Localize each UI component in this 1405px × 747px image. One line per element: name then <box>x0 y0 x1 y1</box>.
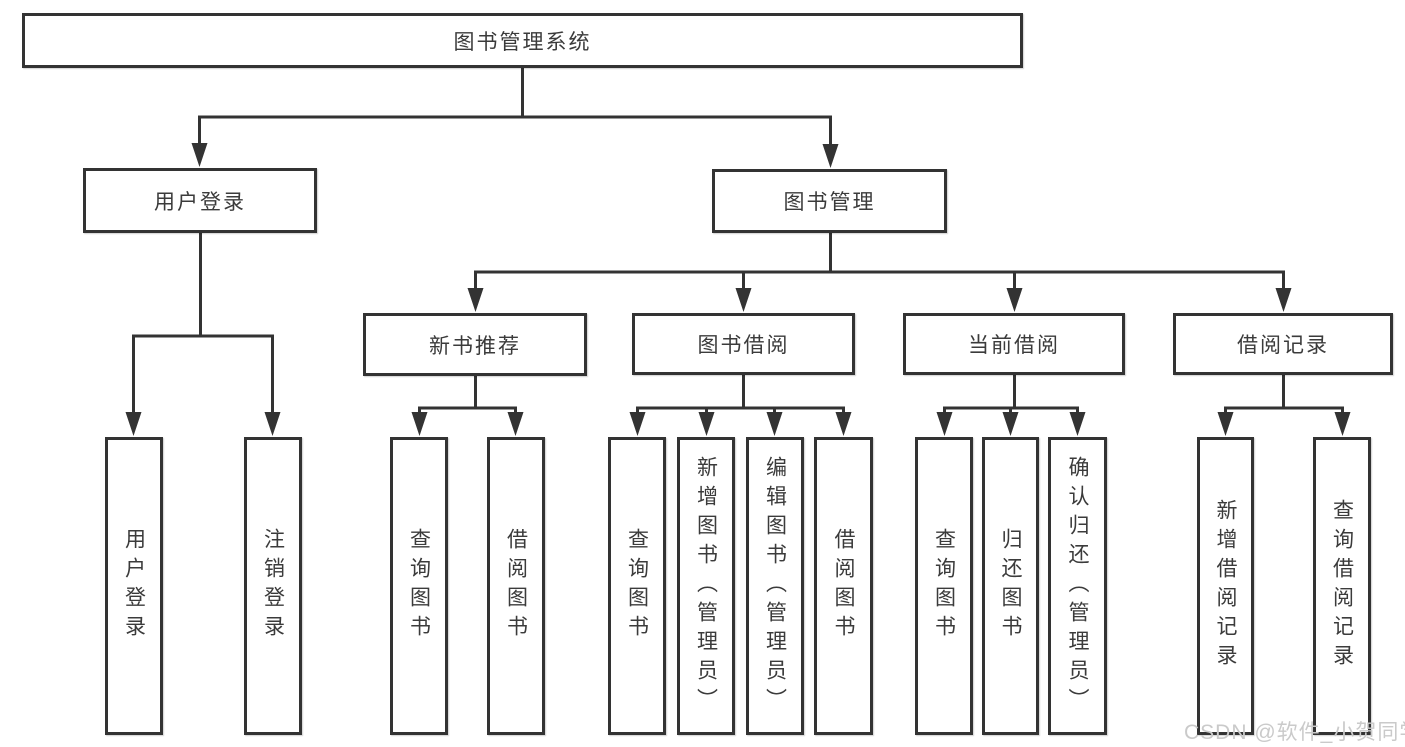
arrowhead <box>1002 412 1019 436</box>
arrowhead <box>1217 412 1234 436</box>
leaf-query-books-current: 查询图书 <box>915 437 973 735</box>
leaf-user-login: 用户登录 <box>105 437 163 735</box>
arrowhead <box>766 412 783 436</box>
leaf-return-book: 归还图书 <box>982 437 1039 735</box>
connector-book-borrow-children <box>629 375 852 436</box>
arrowhead <box>411 412 428 436</box>
leaf-borrow-books: 借阅图书 <box>814 437 873 735</box>
leaf-query-books-borrow: 查询图书 <box>608 437 666 735</box>
node-book-management: 图书管理 <box>712 169 947 233</box>
watermark-text: CSDN @软件_小贺同学 <box>1184 721 1405 744</box>
arrowhead <box>698 412 715 436</box>
leaf-borrow-books-recommend: 借阅图书 <box>487 437 545 735</box>
arrowhead <box>629 412 646 436</box>
leaf-logout: 注销登录 <box>244 437 302 735</box>
connector-user-login-children <box>125 233 281 436</box>
node-current-borrow: 当前借阅 <box>903 313 1125 375</box>
arrowhead <box>1069 412 1086 436</box>
arrowhead <box>1275 288 1292 312</box>
arrowhead <box>467 288 484 312</box>
arrowhead <box>1006 288 1023 312</box>
leaf-edit-book-admin: 编辑图书（管理员） <box>746 437 804 735</box>
arrowhead <box>191 143 208 167</box>
connector-new-book-children <box>411 376 524 436</box>
arrowhead <box>835 412 852 436</box>
arrowhead <box>936 412 953 436</box>
leaf-add-borrow-record: 新增借阅记录 <box>1197 437 1254 735</box>
arrowhead <box>507 412 524 436</box>
leaf-query-borrow-record: 查询借阅记录 <box>1313 437 1371 735</box>
arrowhead <box>822 144 839 168</box>
node-root: 图书管理系统 <box>22 13 1023 68</box>
arrowhead <box>264 412 281 436</box>
leaf-confirm-return-admin: 确认归还（管理员） <box>1048 437 1107 735</box>
node-user-login: 用户登录 <box>83 168 317 233</box>
connector-book-management-children <box>467 233 1292 312</box>
node-new-book-recommend: 新书推荐 <box>363 313 587 376</box>
connector-borrow-records-children <box>1217 375 1351 436</box>
connector-current-borrow-children <box>936 375 1086 436</box>
leaf-query-books-recommend: 查询图书 <box>390 437 448 735</box>
connector-root-to-level2 <box>191 68 839 168</box>
arrowhead <box>1334 412 1351 436</box>
leaf-add-book-admin: 新增图书（管理员） <box>677 437 735 735</box>
arrowhead <box>125 412 142 436</box>
node-borrow-records: 借阅记录 <box>1173 313 1393 375</box>
arrowhead <box>735 288 752 312</box>
node-book-borrow: 图书借阅 <box>632 313 855 375</box>
